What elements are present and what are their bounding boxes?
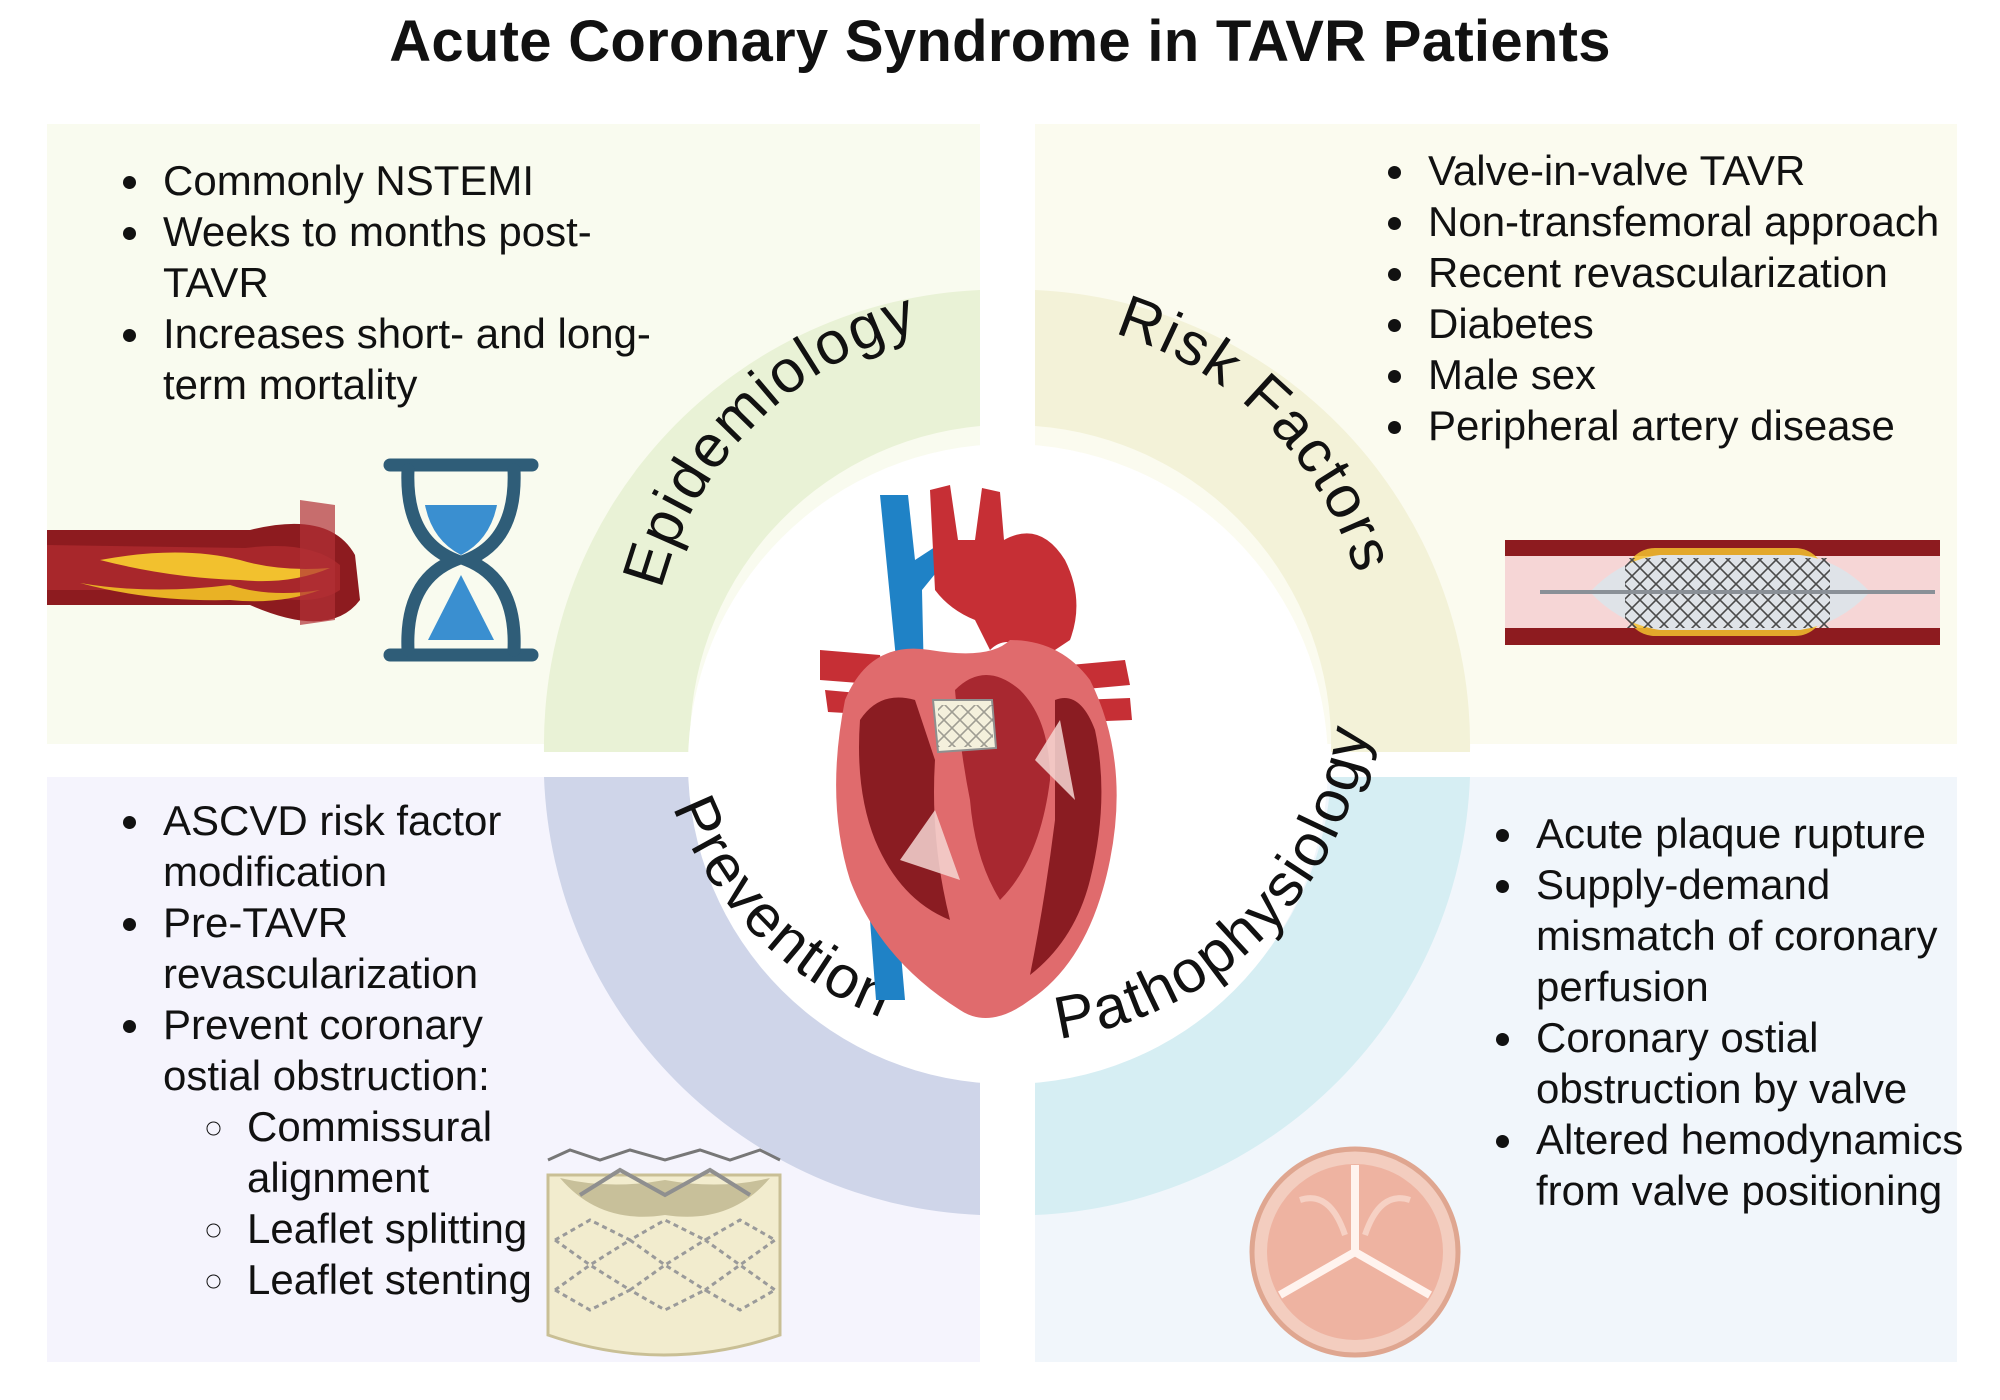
list-item: Pre-TAVR revascularization	[155, 897, 585, 999]
pathophysiology-list: Acute plaque rupture Supply-demand misma…	[1493, 808, 1988, 1216]
list-item: Increases short- and long-term mortality	[155, 308, 655, 410]
list-item: Valve-in-valve TAVR	[1420, 145, 1980, 196]
heart-with-tavr-valve-icon	[820, 485, 1132, 1018]
list-item: Acute plaque rupture	[1528, 808, 1988, 859]
risk-factors-ring-segment	[1035, 290, 1471, 752]
sub-list-item: Leaflet splitting	[239, 1203, 585, 1254]
list-item: Commonly NSTEMI	[155, 155, 655, 206]
risk-factors-list: Valve-in-valve TAVR Non-transfemoral app…	[1385, 145, 1980, 451]
list-item: Male sex	[1420, 349, 1980, 400]
epidemiology-ring-segment	[543, 290, 980, 752]
page-title: Acute Coronary Syndrome in TAVR Patients	[389, 9, 1611, 74]
prevention-ring-segment	[544, 777, 980, 1215]
pathophysiology-ring-segment	[1035, 777, 1470, 1215]
list-item: Weeks to months post-TAVR	[155, 206, 655, 308]
list-item: Coronary ostial obstruction by valve	[1528, 1012, 1988, 1114]
list-item: Diabetes	[1420, 298, 1980, 349]
list-item: Prevent coronary ostial obstruction: Com…	[155, 999, 585, 1305]
list-item-text: Prevent coronary ostial obstruction:	[163, 1001, 490, 1099]
list-item: Recent revascularization	[1420, 247, 1980, 298]
prevention-sublist: Commissural alignment Leaflet splitting …	[163, 1101, 585, 1305]
hourglass-icon	[383, 458, 539, 662]
list-item: Altered hemodynamics from valve position…	[1528, 1114, 1988, 1216]
list-item: Peripheral artery disease	[1420, 400, 1980, 451]
prevention-list: ASCVD risk factor modification Pre-TAVR …	[120, 795, 585, 1305]
artery-plaque-icon	[47, 500, 360, 625]
list-item: ASCVD risk factor modification	[155, 795, 585, 897]
sub-list-item: Leaflet stenting	[239, 1254, 585, 1305]
transcatheter-valve-icon	[546, 1148, 782, 1357]
epidemiology-list: Commonly NSTEMI Weeks to months post-TAV…	[120, 155, 655, 410]
stent-balloon-icon	[1505, 540, 1940, 645]
sub-list-item: Commissural alignment	[239, 1101, 585, 1203]
list-item: Supply-demand mismatch of coronary perfu…	[1528, 859, 1988, 1012]
aortic-valve-top-view-icon	[1249, 1146, 1461, 1358]
list-item: Non-transfemoral approach	[1420, 196, 1980, 247]
